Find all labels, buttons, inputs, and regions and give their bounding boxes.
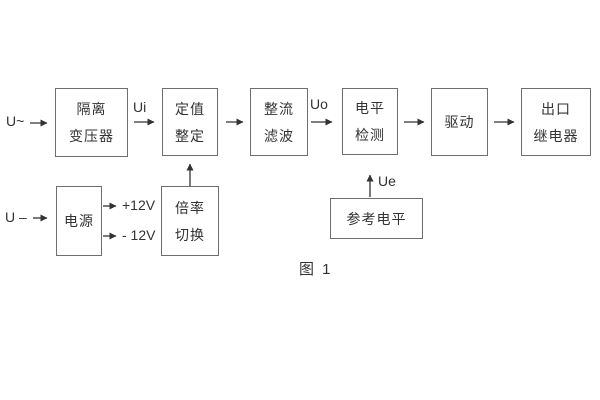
block-label: 整定 bbox=[175, 127, 205, 144]
block-label: 参考电平 bbox=[346, 210, 407, 227]
block-ratio-switch: 倍率 切换 bbox=[161, 186, 219, 256]
block-reference-level: 参考电平 bbox=[330, 198, 423, 239]
label-input-dc: U – bbox=[5, 209, 27, 225]
label-uo: Uo bbox=[310, 96, 328, 112]
block-drive: 驱动 bbox=[431, 88, 488, 156]
block-power-supply: 电源 bbox=[56, 186, 102, 256]
block-label: 整流 bbox=[264, 100, 294, 117]
block-label: 继电器 bbox=[533, 127, 579, 144]
block-label: 隔离 bbox=[76, 101, 107, 117]
block-label: 电源 bbox=[64, 213, 94, 229]
block-label: 定值 bbox=[175, 100, 205, 117]
label-ui: Ui bbox=[133, 99, 147, 115]
block-label: 倍率 bbox=[175, 199, 205, 216]
block-label: 滤波 bbox=[264, 127, 294, 144]
block-label: 切换 bbox=[175, 226, 205, 243]
block-label: 变压器 bbox=[69, 128, 114, 144]
label-plus12v: +12V bbox=[122, 197, 156, 213]
figure-caption: 图 1 bbox=[299, 261, 333, 278]
block-isolation-transformer: 隔离 变压器 bbox=[55, 88, 128, 157]
block-label: 驱动 bbox=[444, 114, 475, 130]
block-label: 检测 bbox=[355, 127, 385, 143]
block-level-detect: 电平 检测 bbox=[342, 88, 398, 155]
block-setpoint-adjust: 定值 整定 bbox=[162, 88, 218, 156]
block-label: 出口 bbox=[541, 100, 571, 117]
block-label: 电平 bbox=[355, 100, 385, 116]
label-ue: Ue bbox=[378, 173, 396, 189]
block-output-relay: 出口 继电器 bbox=[521, 88, 591, 156]
block-rectifier-filter: 整流 滤波 bbox=[250, 88, 308, 156]
label-minus12v: - 12V bbox=[122, 227, 156, 243]
label-input-ac: U~ bbox=[6, 113, 25, 129]
